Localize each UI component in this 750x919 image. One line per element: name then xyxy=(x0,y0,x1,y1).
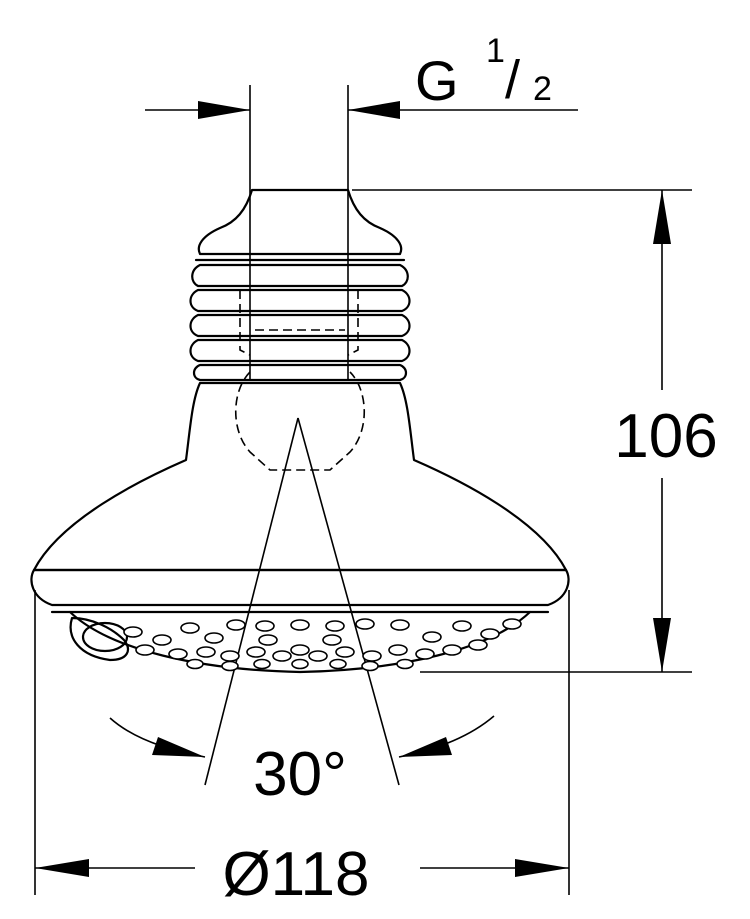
height-value: 106 xyxy=(614,402,717,471)
shower-head xyxy=(30,188,570,674)
thread-dimension: G 1 / 2 xyxy=(145,32,578,380)
diameter-value: Ø118 xyxy=(222,840,369,909)
angle-value: 30° xyxy=(253,740,347,809)
height-dimension: 106 xyxy=(352,189,718,673)
thread-arrow-left xyxy=(198,101,250,119)
angle-arrow-right xyxy=(399,737,452,757)
diameter-arrow-left xyxy=(35,859,89,877)
thread-prefix: G xyxy=(415,49,459,112)
height-arrow-top xyxy=(653,190,671,244)
spray-nozzles xyxy=(123,618,522,672)
angle-dimension: 30° xyxy=(109,417,495,809)
angle-arrow-left xyxy=(152,737,205,757)
diameter-arrow-right xyxy=(515,859,569,877)
thread-arrow-right xyxy=(348,101,400,119)
thread-denominator: 2 xyxy=(533,70,552,108)
diameter-dimension: Ø118 xyxy=(34,590,570,909)
thread-slash: / xyxy=(505,50,520,110)
height-arrow-bottom xyxy=(653,618,671,672)
thread-numerator: 1 xyxy=(486,32,505,70)
